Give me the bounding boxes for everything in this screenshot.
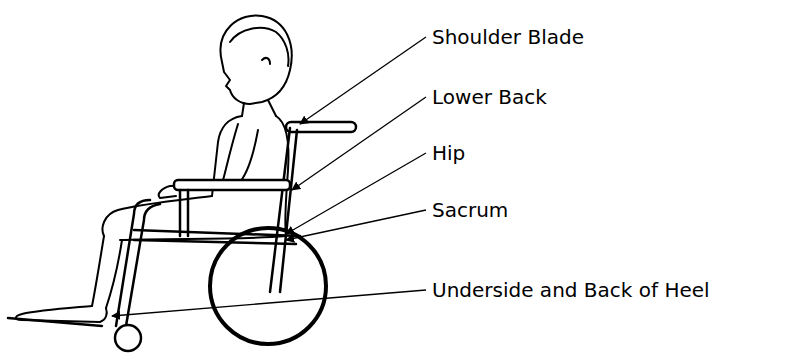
part-label: Shoulder Blade [430,25,586,49]
part-label: Lower Back [430,85,549,109]
part-label: Sacrum [430,198,510,222]
part-label: Hip [430,141,467,165]
part-label: Underside and Back of Heel [430,278,712,302]
leader-lines [112,37,426,316]
